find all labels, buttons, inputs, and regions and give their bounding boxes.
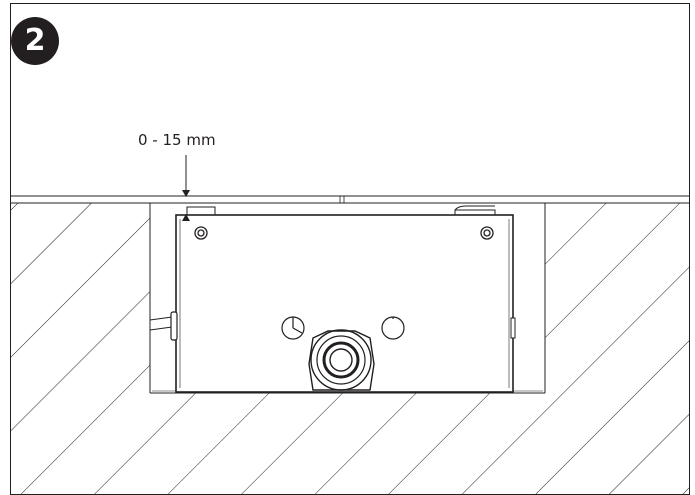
dimension-label: 0 - 15 mm	[138, 131, 216, 149]
ceiling-surface	[10, 195, 690, 204]
screw-right	[480, 226, 494, 240]
knockout-hole-right	[381, 316, 405, 340]
knockout-hole-left	[281, 316, 305, 340]
screw-left	[194, 226, 208, 240]
dimension-indicator	[182, 155, 190, 221]
cable-gland	[308, 329, 375, 391]
step-number-badge: 2	[11, 17, 59, 65]
